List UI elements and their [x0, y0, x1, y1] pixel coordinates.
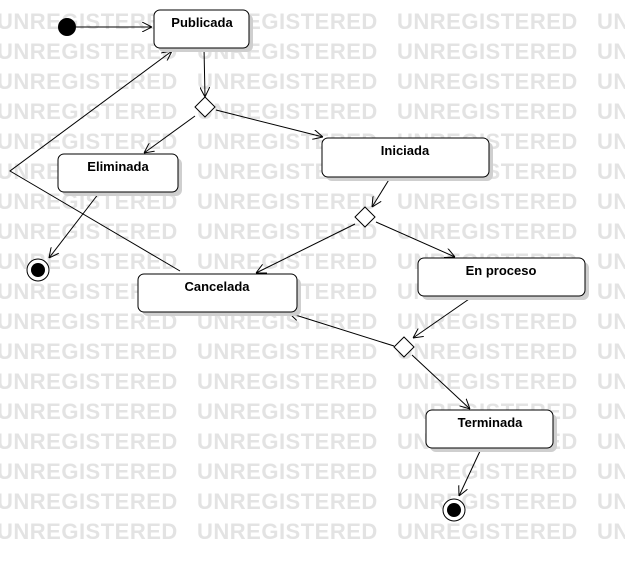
state-iniciada: Iniciada	[321, 137, 493, 181]
transition-decision-3-to-terminada	[411, 354, 470, 409]
state-publicada: Publicada	[153, 9, 253, 52]
transitions	[9, 27, 482, 496]
watermark-text: UNREGISTERED	[197, 489, 378, 514]
watermark-text: UNREGISTERED	[397, 309, 578, 334]
watermark-text: UNREGISTERED	[597, 129, 625, 154]
final-node-1	[26, 258, 50, 282]
watermark-text: UNREGISTERED	[197, 459, 378, 484]
watermark-text: UNREGISTERED	[397, 369, 578, 394]
transition-publicada-to-decision-1	[204, 47, 205, 97]
initial-node	[58, 18, 76, 36]
final-node-2	[442, 498, 466, 522]
state-cancelada: Cancelada	[137, 273, 301, 316]
watermark-text: UNREGISTERED	[197, 219, 378, 244]
state-cancelada-label: Cancelada	[184, 279, 250, 294]
watermark-text: UNREGISTERED	[597, 339, 625, 364]
watermark-text: UNREGISTERED	[197, 69, 378, 94]
watermark-text: UNREGISTERED	[597, 519, 625, 544]
watermark-text: UNREGISTERED	[197, 249, 378, 274]
watermark-text: UNREGISTERED	[397, 99, 578, 124]
transition-cancelada-to-publicada	[9, 51, 181, 272]
watermark-text: UNREGISTERED	[597, 159, 625, 184]
watermark-text: UNREGISTERED	[597, 459, 625, 484]
decision-node-1	[194, 96, 216, 118]
watermark-text: UNREGISTERED	[0, 369, 178, 394]
watermark-text: UNREGISTERED	[197, 429, 378, 454]
state-terminada: Terminada	[425, 409, 557, 452]
watermark-text: UNREGISTERED	[397, 69, 578, 94]
watermark-text: UNREGISTERED	[597, 309, 625, 334]
watermark-text: UNREGISTERED	[597, 399, 625, 424]
state-eliminada: Eliminada	[57, 153, 182, 196]
watermark-text: UNREGISTERED	[397, 489, 578, 514]
watermark-text: UNREGISTERED	[197, 99, 378, 124]
watermark-text: UNREGISTERED	[597, 39, 625, 64]
watermark-text: UNREGISTERED	[597, 279, 625, 304]
watermark-text: UNREGISTERED	[397, 339, 578, 364]
watermark-text: UNREGISTERED	[0, 219, 178, 244]
transition-decision-2-to-en-proceso	[375, 221, 455, 257]
watermark-text: UNREGISTERED	[197, 519, 378, 544]
state-terminada-label: Terminada	[458, 415, 524, 430]
watermark-text: UNREGISTERED	[0, 489, 178, 514]
state-publicada-label: Publicada	[171, 15, 233, 30]
state-en-proceso: En proceso	[417, 257, 589, 300]
watermark-text: UNREGISTERED	[197, 399, 378, 424]
decision-node-2	[354, 206, 376, 228]
watermark-text: UNREGISTERED	[397, 39, 578, 64]
watermark-text: UNREGISTERED	[197, 369, 378, 394]
transition-decision-1-to-eliminada	[144, 115, 196, 153]
watermark-text: UNREGISTERED	[0, 339, 178, 364]
watermark-text: UNREGISTERED	[397, 519, 578, 544]
transition-decision-3-to-cancelada	[289, 313, 395, 347]
watermark-text: UNREGISTERED	[0, 69, 178, 94]
transition-eliminada-to-final-1	[49, 192, 100, 258]
state-iniciada-label: Iniciada	[381, 143, 430, 158]
watermark-text: UNREGISTERED	[0, 459, 178, 484]
watermark-text: UNREGISTERED	[0, 519, 178, 544]
state-eliminada-label: Eliminada	[87, 159, 149, 174]
watermark-text: UNREGISTERED	[597, 429, 625, 454]
watermark-text: UNREGISTERED	[0, 99, 178, 124]
watermark-text: UNREGISTERED	[597, 189, 625, 214]
watermark-text: UNREGISTERED	[597, 369, 625, 394]
watermark-text: UNREGISTERED	[397, 9, 578, 34]
state-en-proceso-label: En proceso	[466, 263, 537, 278]
watermark-text: UNREGISTERED	[197, 339, 378, 364]
watermark-text: UNREGISTERED	[397, 219, 578, 244]
watermark-text: UNREGISTERED	[397, 459, 578, 484]
watermark-text: UNREGISTERED	[0, 129, 178, 154]
watermark-text: UNREGISTERED	[597, 489, 625, 514]
watermark-text: UNREGISTERED	[597, 9, 625, 34]
watermark-text: UNREGISTERED	[597, 249, 625, 274]
watermark-text: UNREGISTERED	[0, 399, 178, 424]
watermark-text: UNREGISTERED	[597, 69, 625, 94]
watermark-text: UNREGISTERED	[0, 39, 178, 64]
transition-en-proceso-to-decision-3	[413, 296, 473, 338]
watermark-text: UNREGISTERED	[397, 189, 578, 214]
watermark-text: UNREGISTERED	[597, 219, 625, 244]
watermark-text: UNREGISTERED	[197, 189, 378, 214]
transition-terminada-to-final-2	[459, 448, 482, 496]
watermark-text: UNREGISTERED	[0, 429, 178, 454]
transition-decision-2-to-cancelada	[256, 223, 356, 273]
watermark-text: UNREGISTERED	[597, 99, 625, 124]
decision-node-3	[393, 336, 415, 358]
transition-iniciada-to-decision-2	[372, 177, 391, 207]
transition-decision-1-to-iniciada	[215, 109, 323, 137]
watermark-text: UNREGISTERED	[0, 9, 178, 34]
